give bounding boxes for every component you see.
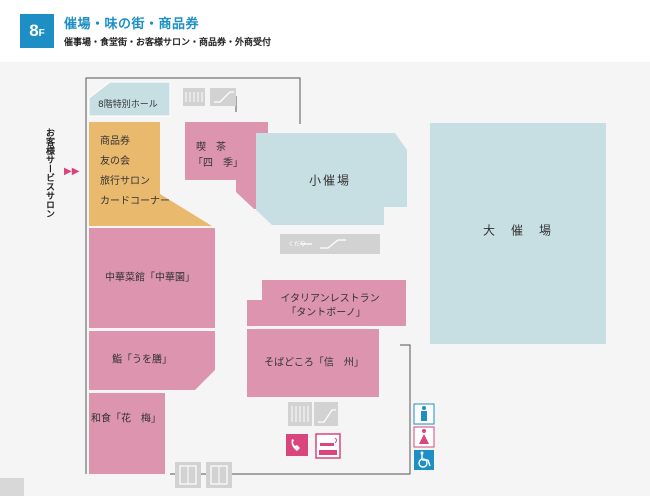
walls [85, 77, 411, 475]
area-unagi[interactable] [89, 331, 215, 390]
area-large-venue[interactable] [430, 123, 606, 344]
floor-number: 8 [29, 21, 39, 40]
label-large-venue: 大 催 場 [482, 223, 554, 238]
escalator-glyphs [214, 91, 346, 423]
page-subtitle: 催事場・食堂街・お客様サロン・商品券・外商受付 [64, 38, 272, 48]
label-unagi: 鮨「うを膳」 [112, 354, 172, 366]
label-small-venue: 小催場 [308, 173, 352, 188]
label-soba: そばどころ「信 州」 [264, 357, 364, 369]
escalator-down-label: くだり [288, 241, 307, 248]
area-soba[interactable] [247, 329, 379, 397]
salon-arrow-icon: ▶▶ [64, 166, 80, 177]
area-service-salon[interactable] [89, 122, 212, 226]
label-kissa-line1: 喫 茶 [196, 142, 226, 153]
smoking-glyph [319, 437, 337, 455]
area-kissa-shiki[interactable] [185, 122, 268, 209]
escalator-icon [210, 88, 236, 106]
label-chinese-restaurant: 中華菜館「中華園」 [105, 272, 195, 284]
stairs-glyphs [185, 92, 309, 422]
area-small-venue[interactable] [256, 133, 407, 225]
label-special-hall: 8階特別ホール [98, 100, 158, 110]
area-italian-restaurant[interactable] [247, 280, 406, 326]
service-item-card-corner[interactable]: カードコーナー [100, 196, 170, 207]
label-kissa-line2: 「四 季」 [193, 158, 243, 169]
page-title: 催場・味の街・商品券 [64, 17, 200, 32]
service-item-travel-salon[interactable]: 旅行サロン [100, 176, 150, 187]
label-washoku: 和食「花 梅」 [91, 413, 161, 425]
escalator-bottom-icon [314, 402, 338, 426]
floor-unit: F [38, 27, 45, 39]
service-item-gift-card[interactable]: 商品券 [100, 136, 130, 147]
area-washoku[interactable] [89, 393, 165, 474]
restroom-glyphs [419, 406, 429, 444]
stairwell-block [0, 478, 24, 496]
elevator-glyphs [179, 465, 228, 485]
wheelchair-glyph [418, 454, 431, 468]
phone-glyph [291, 439, 300, 451]
label-italian-line1: イタリアンレストラン [280, 293, 380, 305]
service-salon-list: 商品券 友の会 旅行サロン カードコーナー [100, 132, 170, 212]
area-special-hall[interactable] [88, 81, 171, 117]
customer-service-salon-label: お客様サービスサロン [44, 128, 54, 218]
service-item-friends-club[interactable]: 友の会 [100, 156, 130, 167]
area-chinese-restaurant[interactable] [89, 228, 215, 328]
escalator-down-icon [280, 234, 380, 254]
label-italian-line2: 「タントボーノ」 [286, 307, 366, 319]
